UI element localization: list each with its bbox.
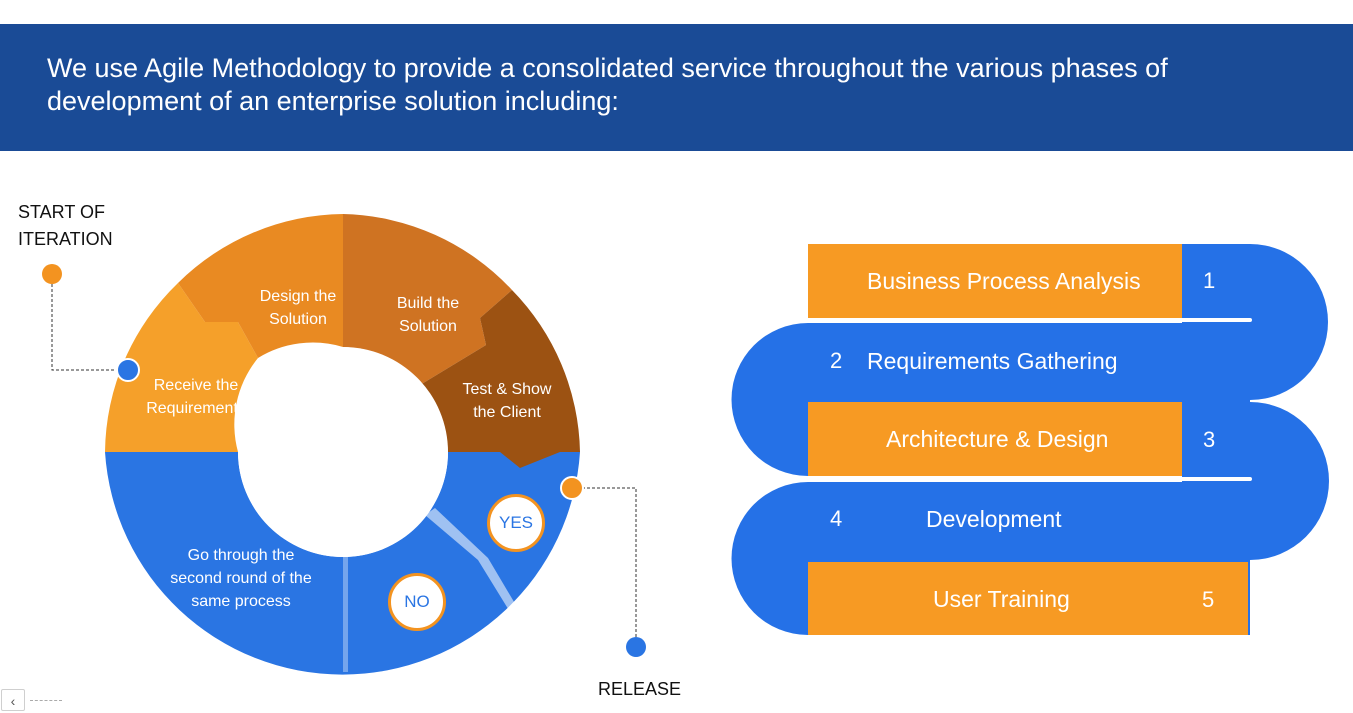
- release-connector-line: [572, 487, 637, 647]
- step-number-1: 1: [1203, 268, 1216, 293]
- step-number-5: 5: [1202, 587, 1215, 612]
- cycle-center: [238, 347, 448, 557]
- step-bar-1: [808, 244, 1182, 318]
- cycle-segment-test: [420, 290, 580, 468]
- segment-label-test: Test & Show the Client: [462, 381, 552, 421]
- cycle-separator-lower: [343, 555, 348, 672]
- step-label-4: Development: [926, 506, 1062, 532]
- receive-dot: [116, 358, 140, 382]
- cycle-separator-upper: [425, 508, 520, 612]
- release-dot: [560, 476, 584, 500]
- release-label: RELEASE: [598, 679, 682, 699]
- cycle-segment-receive: [105, 283, 258, 452]
- segment-label-build: Build the Solution: [396, 295, 460, 335]
- step-label-1: Business Process Analysis: [867, 268, 1141, 294]
- previous-slide-button[interactable]: ‹: [1, 689, 25, 711]
- start-of-iteration-label: START OF ITERATION: [18, 202, 113, 249]
- start-dot: [42, 264, 62, 284]
- segment-label-receive: Receive the Requirements: [146, 377, 246, 417]
- cycle-segment-design: [178, 214, 343, 358]
- nav-dash-line: [30, 700, 62, 701]
- step-number-box-3: [1182, 402, 1250, 476]
- step-number-3: 3: [1203, 427, 1216, 452]
- yes-badge: YES: [487, 494, 545, 552]
- cycle-segment-build: [343, 214, 512, 385]
- step-number-box-1: [1182, 244, 1250, 318]
- release-end-dot: [626, 637, 646, 657]
- no-badge: NO: [388, 573, 446, 631]
- step-bar-3: [808, 402, 1182, 476]
- agile-cycle-diagram: [51, 214, 637, 675]
- step-number-2: 2: [830, 348, 843, 373]
- segment-label-design: Design the Solution: [259, 288, 337, 328]
- cycle-segment-repeat: [105, 452, 580, 675]
- header-text: We use Agile Methodology to provide a co…: [47, 53, 1168, 116]
- step-label-3: Architecture & Design: [886, 426, 1109, 452]
- header-banner: [0, 24, 1353, 151]
- step-label-2: Requirements Gathering: [867, 348, 1118, 374]
- step-bar-5: [808, 562, 1248, 635]
- cycle-notch: [148, 434, 182, 452]
- step-label-5: User Training: [933, 586, 1070, 612]
- segment-label-repeat: Go through the second round of the same …: [170, 547, 312, 610]
- step-number-4: 4: [830, 506, 843, 531]
- start-connector-line: [51, 274, 128, 371]
